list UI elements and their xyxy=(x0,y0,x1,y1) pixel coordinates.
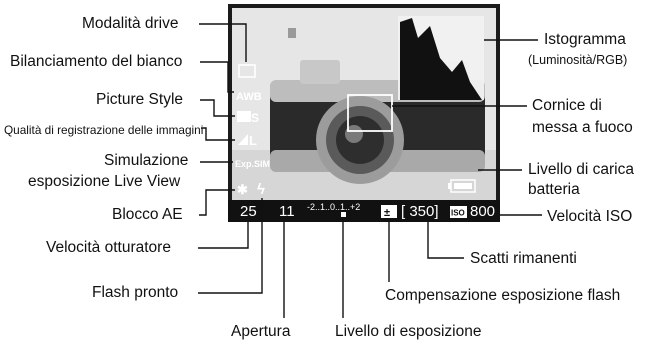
label-simulazione-line1: Simulazione xyxy=(104,152,188,169)
label-picture-style: Picture Style xyxy=(96,91,183,108)
label-flash-pronto: Flash pronto xyxy=(92,284,178,301)
label-apertura: Apertura xyxy=(231,323,291,340)
leader-velocita-otturatore xyxy=(198,222,248,248)
label-livello-esposizione: Livello di esposizione xyxy=(335,323,481,340)
exposure-simulation-icon: Exp.SIM xyxy=(235,159,270,169)
shutter-speed-value: 25 xyxy=(240,203,257,220)
label-batteria-line2: batteria xyxy=(528,181,580,198)
white-balance-icon: AWB xyxy=(236,91,262,103)
flash-ready-icon: ϟ xyxy=(257,181,265,198)
label-scatti-rimanenti: Scatti rimanenti xyxy=(470,250,577,267)
label-istogramma-line1: Istogramma xyxy=(544,31,626,48)
svg-text:ISO: ISO xyxy=(451,209,465,218)
exposure-level-scale: -2..1..0..1..+2 xyxy=(307,202,360,212)
label-cornice-line1: Cornice di xyxy=(532,97,602,114)
label-compensazione-flash: Compensazione esposizione flash xyxy=(385,287,620,304)
svg-text:±: ± xyxy=(384,207,390,219)
svg-text:S: S xyxy=(251,111,259,125)
label-bilanciamento-bianco: Bilanciamento del bianco xyxy=(10,53,182,70)
exposure-level-indicator xyxy=(341,212,346,217)
label-modalita-drive: Modalità drive xyxy=(82,15,179,32)
label-blocco-ae: Blocco AE xyxy=(112,206,183,223)
aperture-value: 11 xyxy=(279,203,295,220)
label-cornice-line2: messa a fuoco xyxy=(532,119,633,136)
shots-remaining-value: [ 350] xyxy=(401,203,439,220)
ae-lock-icon: ✱ xyxy=(237,182,248,197)
label-velocita-otturatore: Velocità otturatore xyxy=(46,239,171,256)
svg-text:L: L xyxy=(249,133,257,148)
flash-compensation-icon: ± xyxy=(381,205,397,219)
histogram xyxy=(398,16,484,100)
label-qualita-registrazione: Qualità di registrazione delle immagini xyxy=(4,123,203,137)
label-istogramma-line2: (Luminosità/RGB) xyxy=(528,53,627,67)
iso-value: 800 xyxy=(470,203,495,220)
leader-scatti-rimanenti xyxy=(428,222,464,258)
label-simulazione-line2: esposizione Live View xyxy=(28,173,181,190)
label-batteria-line1: Livello di carica xyxy=(528,161,634,178)
label-velocita-iso: Velocità ISO xyxy=(547,208,632,225)
iso-icon: ISO xyxy=(450,206,467,218)
